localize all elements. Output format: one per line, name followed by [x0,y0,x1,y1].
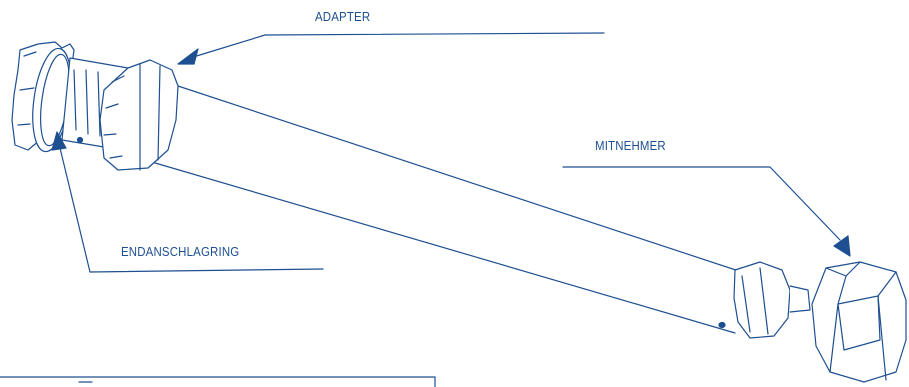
mitnehmer-part [811,261,907,383]
adapter-part [99,59,179,171]
bottom-frame [0,376,436,387]
tube-end-plug [733,261,811,339]
endanschlagring-label: ENDANSCHLAGRING [121,244,240,259]
endanschlagring-leader-line [51,131,324,273]
mitnehmer-leader-line [562,166,851,257]
mitnehmer-label: MITNEHMER [595,138,666,153]
motor-tube [144,85,761,334]
adapter-label: ADAPTER [315,9,371,24]
end-stop-ring [32,47,72,153]
adapter-leader-line [177,32,605,65]
